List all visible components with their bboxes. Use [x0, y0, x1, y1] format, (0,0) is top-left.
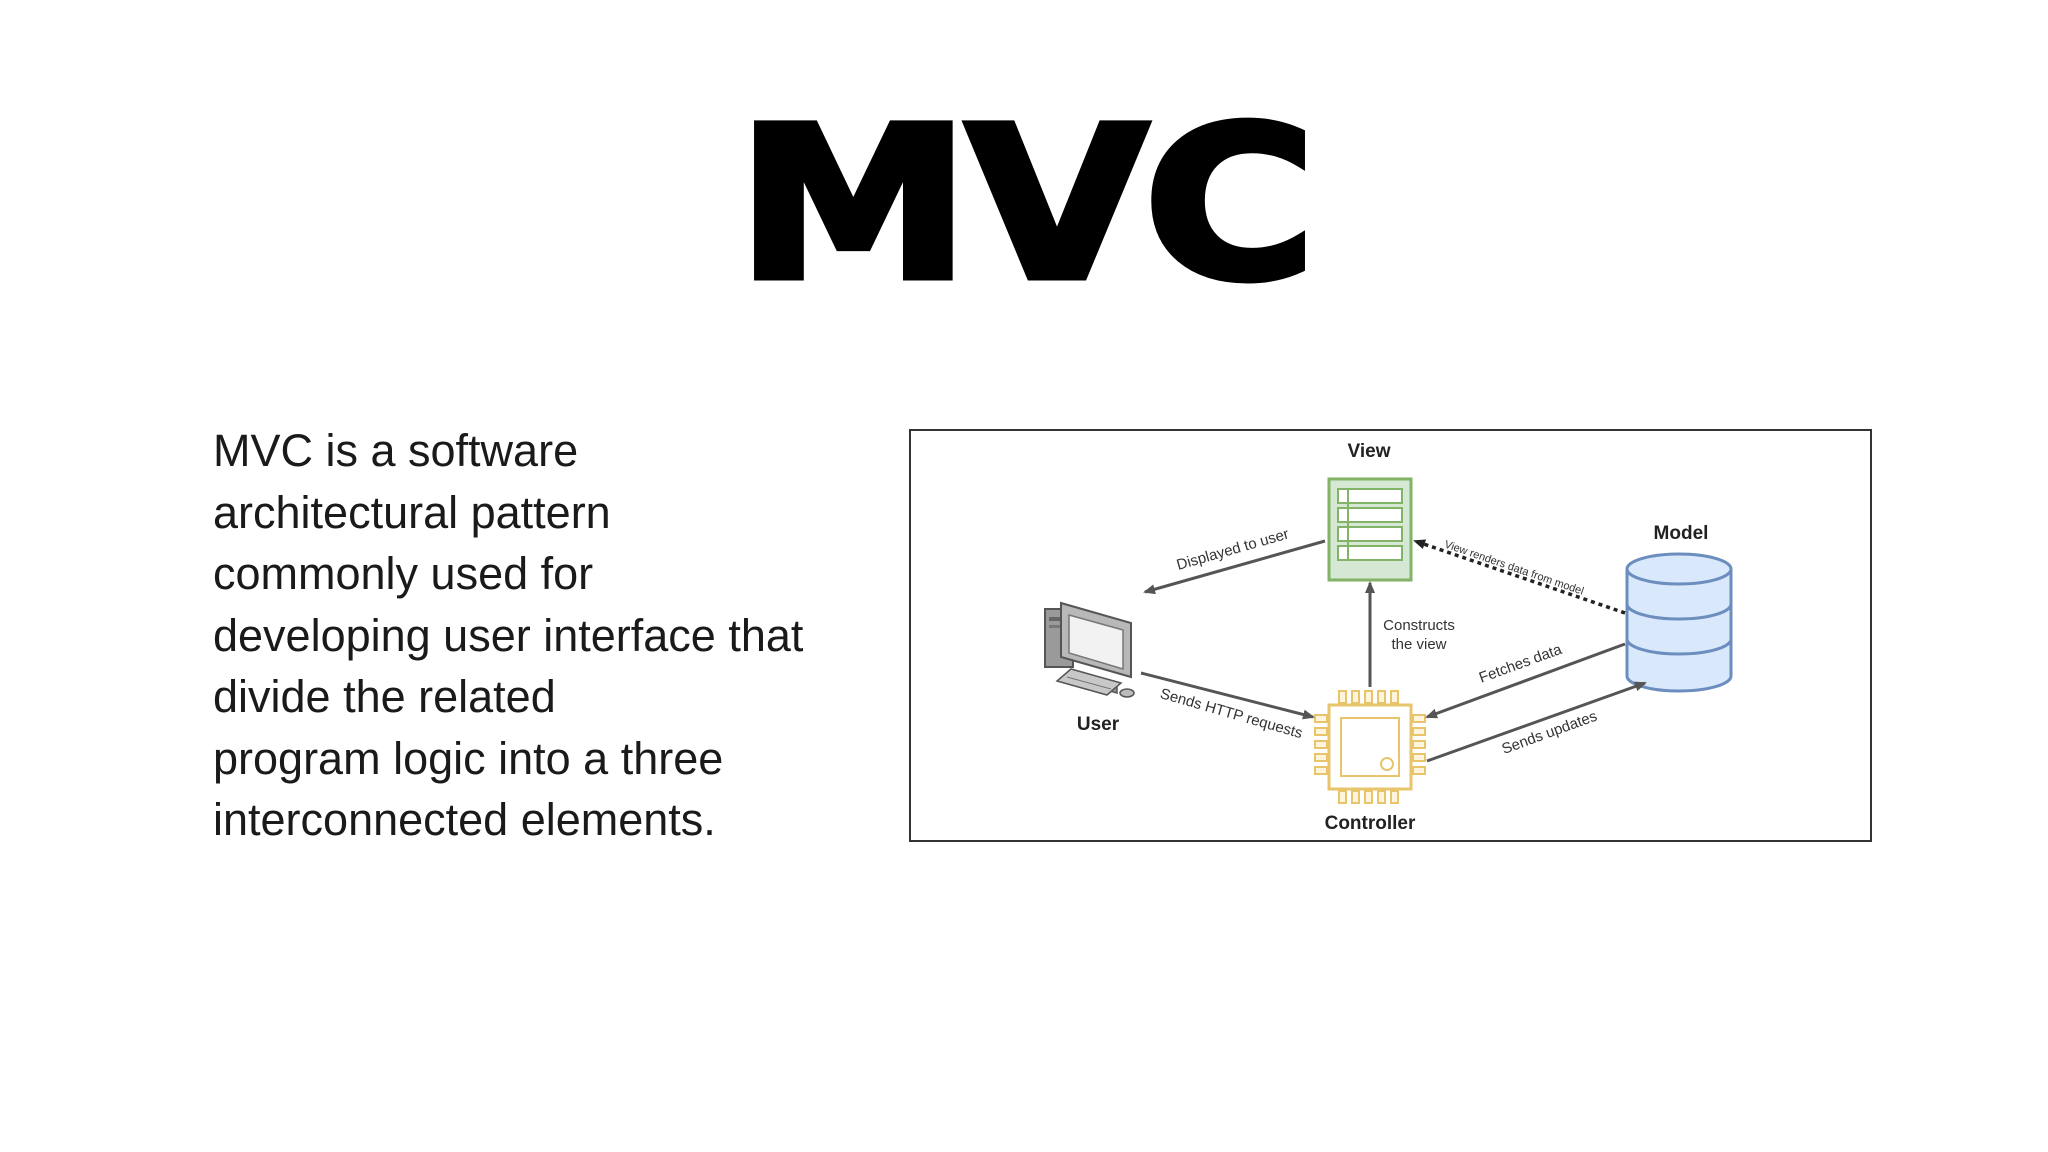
edge-label-sends-http: Sends HTTP requests: [1158, 685, 1304, 742]
user-label: User: [1077, 714, 1120, 735]
body-paragraph: MVC is a software architectural pattern …: [213, 420, 853, 851]
computer-icon: [1044, 601, 1135, 698]
body-line: developing user interface that: [213, 609, 804, 661]
arrow-view-to-user: [1143, 539, 1326, 595]
body-line: MVC is a software: [213, 425, 579, 476]
edge-label-fetches-data: Fetches data: [1477, 641, 1565, 687]
arrow-model-to-controller: [1425, 642, 1626, 719]
arrow-user-to-controller: [1140, 671, 1315, 720]
body-line: divide the related: [213, 671, 556, 722]
database-icon: [1625, 552, 1733, 693]
view-label: View: [1348, 441, 1391, 462]
arrow-controller-to-model: [1426, 681, 1647, 763]
chip-icon: [1314, 690, 1426, 804]
edge-label-constructs-1: Constructs: [1383, 617, 1455, 634]
mvc-diagram: View Model User Controller: [909, 429, 1872, 842]
body-line: commonly used for: [213, 548, 594, 599]
edge-label-sends-updates: Sends updates: [1500, 708, 1600, 758]
body-line: program logic into a three: [213, 732, 724, 784]
view-list-icon: [1327, 477, 1413, 582]
model-label: Model: [1654, 523, 1709, 544]
body-line: architectural pattern: [213, 486, 611, 538]
slide-title: MVC: [732, 82, 1320, 327]
body-line: interconnected elements.: [213, 794, 716, 845]
edge-label-constructs-2: the view: [1391, 636, 1446, 653]
arrow-model-to-view: [1413, 539, 1626, 615]
mvc-diagram-canvas: View Model User Controller: [1044, 441, 1733, 834]
edge-label-view-renders: View renders data from model: [1443, 539, 1585, 598]
controller-label: Controller: [1325, 813, 1416, 834]
